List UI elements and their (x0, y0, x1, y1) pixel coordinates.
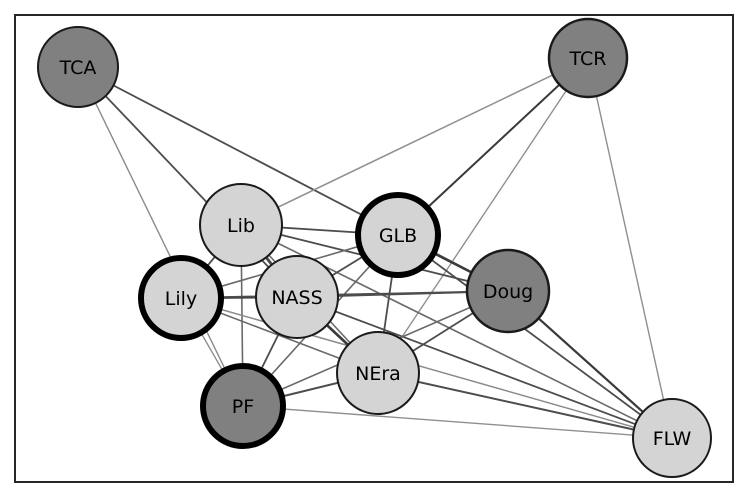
node-circle[interactable] (37, 26, 119, 108)
graph-edge (587, 57, 673, 439)
graph-edge (397, 234, 673, 439)
node-circle[interactable] (255, 255, 339, 339)
graph-edge (377, 372, 673, 439)
graph-edge (242, 405, 673, 439)
graph-edge (240, 57, 589, 226)
graph-node-lib[interactable]: Lib (199, 183, 283, 267)
graph-node-nera[interactable]: NEra (336, 331, 420, 415)
node-circle[interactable] (336, 331, 420, 415)
node-circle[interactable] (355, 192, 441, 278)
graph-node-doug[interactable]: Doug (465, 248, 551, 334)
graph-node-flw[interactable]: FLW (632, 398, 712, 478)
graph-node-lily[interactable]: Lily (138, 255, 224, 341)
graph-edge (77, 66, 244, 407)
node-circle[interactable] (138, 255, 224, 341)
graph-node-tcr[interactable]: TCR (547, 17, 629, 99)
graph-node-glb[interactable]: GLB (355, 192, 441, 278)
graph-node-pf[interactable]: PF (200, 363, 286, 449)
node-circle[interactable] (632, 398, 712, 478)
graph-node-tca[interactable]: TCA (37, 26, 119, 108)
graph-edge (397, 57, 589, 236)
node-circle[interactable] (200, 363, 286, 449)
node-circle[interactable] (547, 17, 629, 99)
node-circle[interactable] (465, 248, 551, 334)
graph-edge (296, 296, 673, 439)
graph-edge (377, 57, 589, 374)
node-circle[interactable] (199, 183, 283, 267)
graph-node-nass[interactable]: NASS (255, 255, 339, 339)
